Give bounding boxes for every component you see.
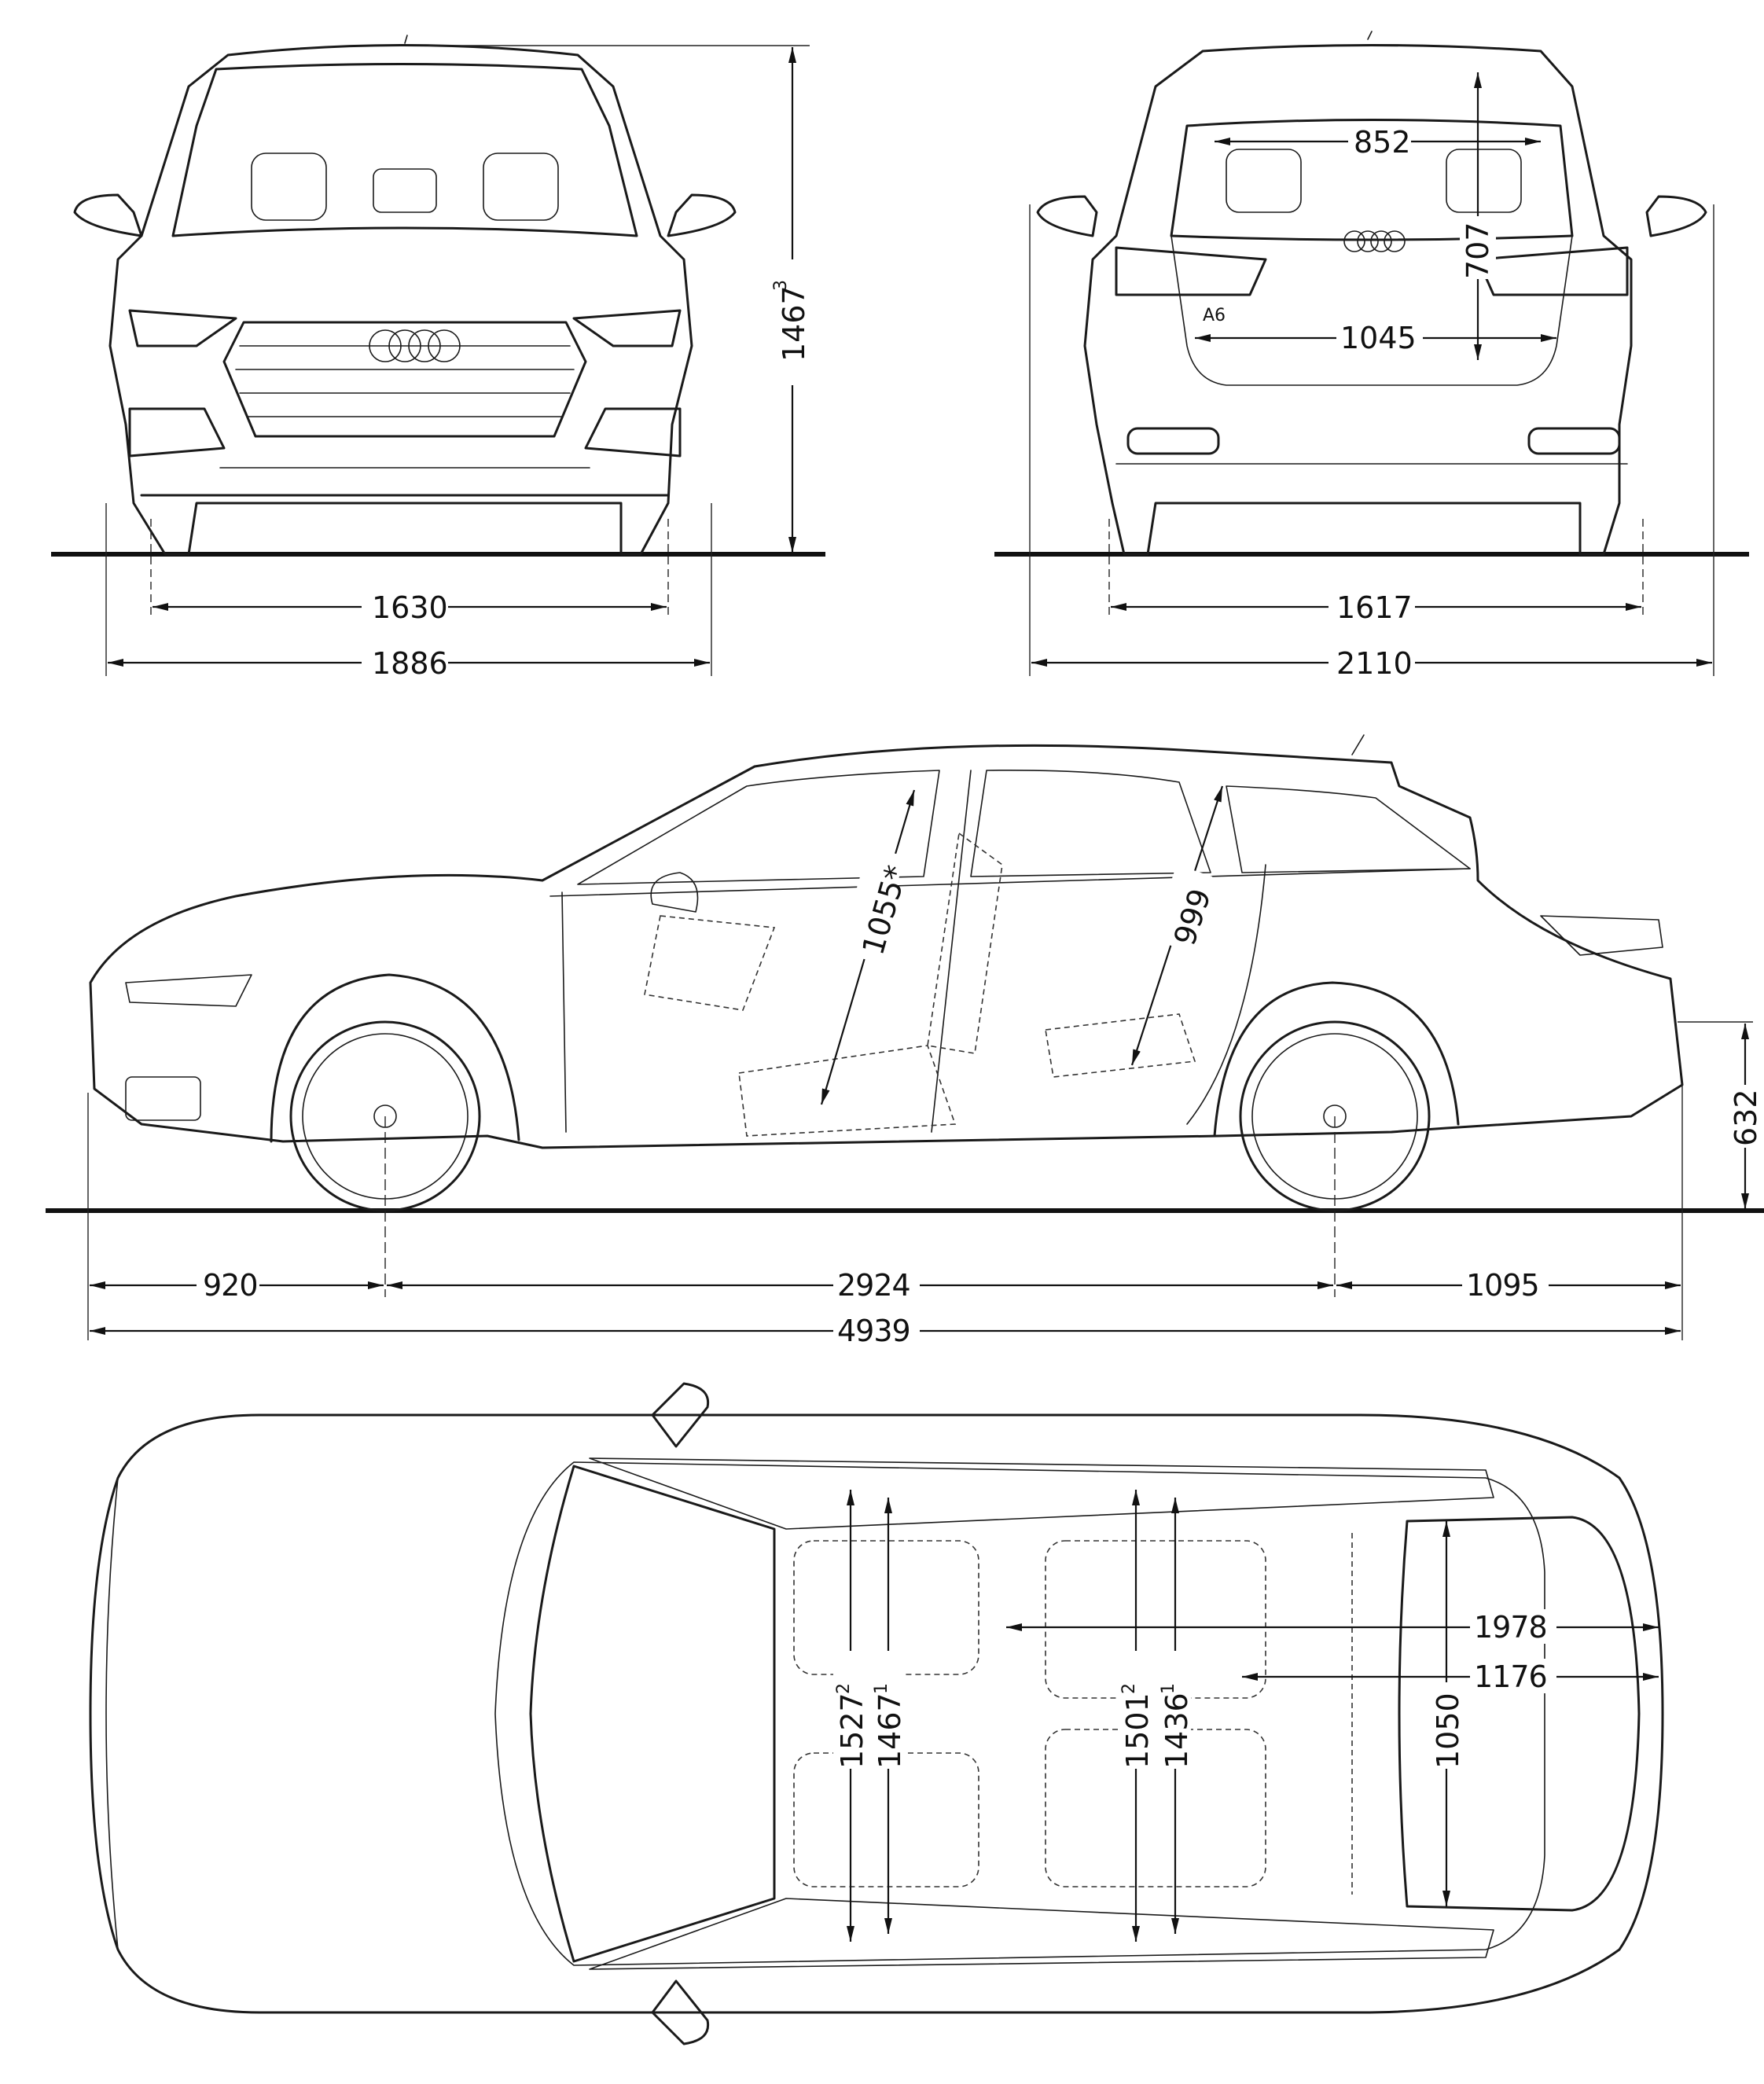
front-elbow-width-footnote: 1 bbox=[872, 1683, 891, 1694]
rear-view: A6 852 707 1045 1617 2110 bbox=[994, 31, 1749, 681]
front-height-label: 1467 bbox=[777, 285, 811, 362]
rear-load-height-label: 707 bbox=[1461, 222, 1495, 279]
front-track-label: 1630 bbox=[372, 590, 448, 625]
front-width-label: 1886 bbox=[372, 646, 448, 681]
rear-load-bottom-width-label: 1045 bbox=[1340, 321, 1417, 355]
top-car-outline bbox=[89, 1382, 1664, 2045]
wheelbase-label: 2924 bbox=[837, 1268, 910, 1303]
length-label: 4939 bbox=[837, 1314, 910, 1348]
rear-model-badge: A6 bbox=[1203, 306, 1226, 325]
side-seats-outline bbox=[644, 832, 1196, 1137]
rear-overhang-label: 1095 bbox=[1466, 1268, 1539, 1303]
wheel-arch-width-label: 1050 bbox=[1431, 1693, 1465, 1769]
load-length-label: 1176 bbox=[1474, 1659, 1547, 1694]
rear-load-top-width-label: 852 bbox=[1354, 125, 1411, 160]
front-overhang-label: 920 bbox=[203, 1268, 258, 1303]
front-car-outline bbox=[73, 35, 737, 556]
front-height-footnote: 3 bbox=[771, 280, 791, 291]
front-shoulder-width-footnote: 2 bbox=[834, 1683, 854, 1694]
side-view: 1055* 999 632 920 2924 1095 4939 bbox=[46, 734, 1764, 1348]
rear-elbow-width-footnote: 1 bbox=[1159, 1683, 1178, 1694]
rear-shoulder-width-label: 1501 bbox=[1120, 1693, 1155, 1769]
rear-track-label: 1617 bbox=[1336, 590, 1413, 625]
side-car-outline bbox=[89, 734, 1684, 1212]
rear-elbow-width-label: 1436 bbox=[1159, 1693, 1194, 1769]
rear-shoulder-width-footnote: 2 bbox=[1119, 1683, 1139, 1694]
front-view: 1467 3 1630 1886 bbox=[51, 35, 825, 681]
rear-width-label: 2110 bbox=[1336, 646, 1413, 681]
front-shoulder-width-label: 1527 bbox=[835, 1693, 869, 1769]
rear-car-outline bbox=[1036, 31, 1707, 556]
load-length-folded-label: 1978 bbox=[1474, 1610, 1547, 1645]
front-elbow-width-label: 1467 bbox=[873, 1693, 907, 1769]
loading-sill-height-label: 632 bbox=[1729, 1089, 1763, 1146]
top-view: 1527 2 1467 1 1501 2 1436 1 1050 1978 11… bbox=[89, 1382, 1664, 2045]
